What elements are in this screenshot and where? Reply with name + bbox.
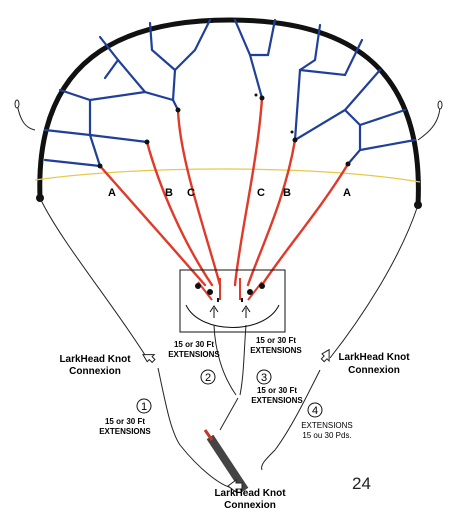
connection-arrows (142, 348, 330, 493)
control-bar (203, 429, 249, 493)
wingtip-lines (16, 103, 441, 489)
extension-label-right-bottom-1: EXTENSIONS (301, 421, 353, 430)
larkhead-right-2: Connexion (348, 365, 400, 376)
step-3-number: 3 (261, 372, 267, 384)
wingtip-fittings (14, 99, 443, 110)
bridle-knots (97, 93, 351, 169)
extension-label-step3-1: 15 or 30 Ft (257, 386, 297, 395)
extension-label-left-top-1: 15 or 30 Ft (174, 340, 214, 349)
extension-label-left-top-2: EXTENSIONS (168, 350, 220, 359)
extension-label-right-top-1: 15 or 30 Ft (256, 336, 296, 345)
line-letter-right-c: C (257, 187, 265, 199)
reference-line (34, 168, 421, 183)
larkhead-bottom-2: Connexion (224, 500, 276, 511)
extension-label-step3-2: EXTENSIONS (251, 396, 303, 405)
step-2-circle (200, 369, 216, 385)
larkhead-left-2: Connexion (69, 366, 121, 377)
larkhead-right-1: LarkHead Knot (338, 352, 410, 363)
extension-label-left-bottom-1: 15 or 30 Ft (105, 417, 145, 426)
step-4-circle (307, 402, 323, 418)
line-letter-right-b: B (283, 187, 291, 199)
page-number: 24 (352, 474, 371, 493)
extension-label-right-bottom-2: 15 ou 30 Pds. (302, 431, 351, 440)
larkhead-left-1: LarkHead Knot (59, 354, 131, 365)
lower-bridle-lines (98, 96, 350, 287)
bridle-detail-box (179, 269, 286, 333)
line-letter-left-a: A (108, 187, 116, 199)
extension-label-left-bottom-2: EXTENSIONS (99, 427, 151, 436)
center-extension-lines (213, 324, 247, 431)
upper-bridle-right (233, 18, 417, 166)
step-4-number: 4 (312, 405, 318, 417)
extension-label-right-top-2: EXTENSIONS (250, 346, 302, 355)
line-letter-left-c: C (187, 187, 195, 199)
line-letter-right-a: A (343, 187, 351, 199)
step-3-circle (256, 369, 272, 385)
line-letter-left-b: B (165, 187, 173, 199)
kite-leading-edge (37, 17, 421, 206)
step-circles (136, 369, 323, 418)
step-1-circle (136, 398, 152, 414)
step-1-number: 1 (141, 401, 147, 413)
upper-bridle-left (43, 18, 212, 168)
step-2-number: 2 (205, 372, 211, 384)
larkhead-bottom-1: LarkHead Knot (214, 488, 286, 499)
